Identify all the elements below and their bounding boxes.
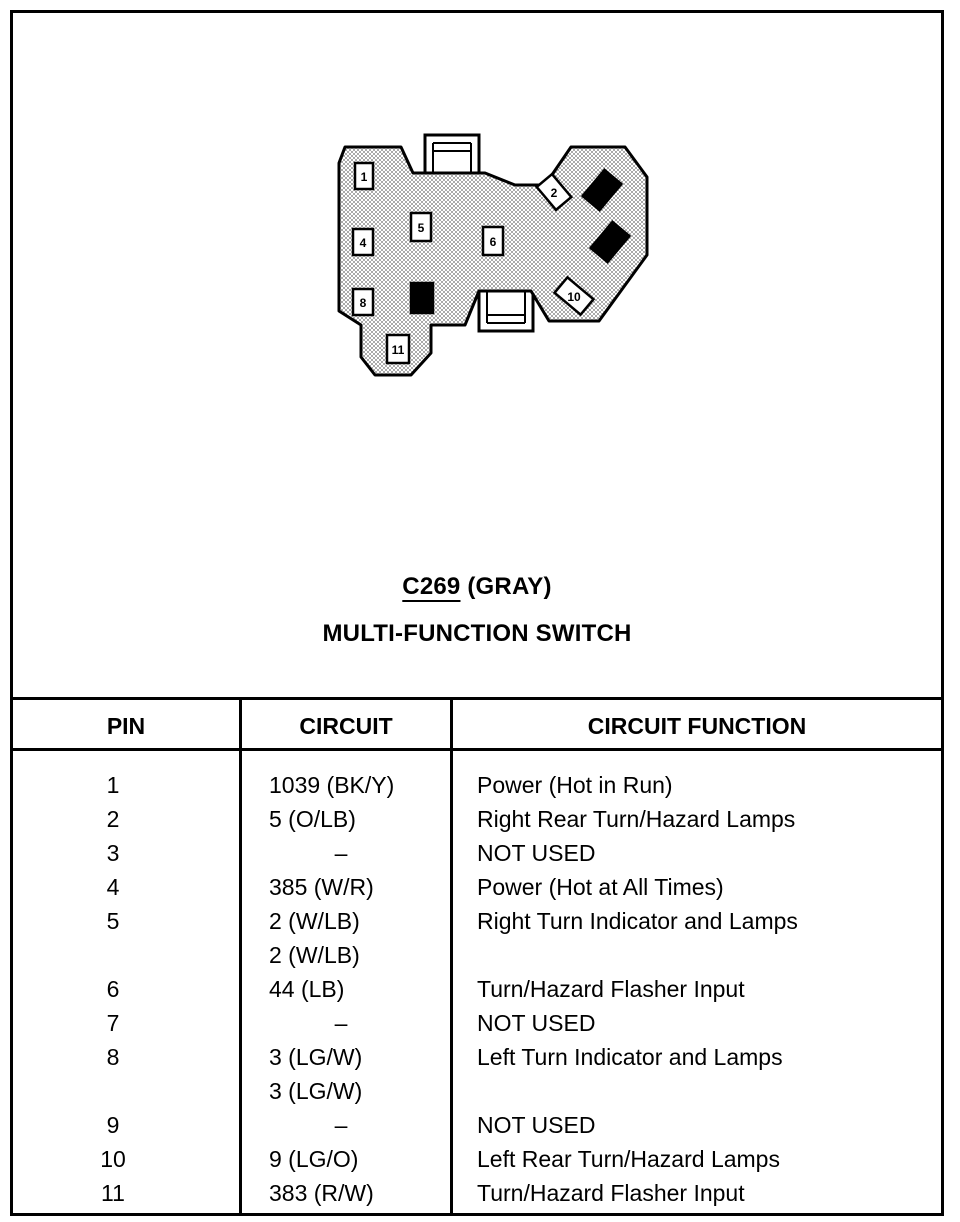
function-cell: NOT USED bbox=[477, 1010, 596, 1036]
diagram-frame: 1 4 8 5 6 9 11 bbox=[10, 10, 944, 1216]
function-cell: Turn/Hazard Flasher Input bbox=[477, 976, 745, 1002]
table-row: 2 5 (O/LB) Right Rear Turn/Hazard Lamps bbox=[13, 802, 941, 836]
pin-cell: 4 bbox=[106, 874, 120, 900]
table-row: 4 385 (W/R) Power (Hot at All Times) bbox=[13, 870, 941, 904]
pin-cell: 9 bbox=[106, 1112, 120, 1138]
pin-cell: 1 bbox=[106, 772, 120, 798]
cavity-10-label: 10 bbox=[567, 290, 581, 304]
connector-diagram-panel: 1 4 8 5 6 9 11 bbox=[13, 13, 941, 697]
cavity-1-label: 1 bbox=[361, 170, 368, 184]
circuit-cell: 383 (R/W) bbox=[269, 1180, 374, 1206]
pinout-table: PIN CIRCUIT CIRCUIT FUNCTION 1 1039 (BK/… bbox=[13, 697, 941, 1216]
function-cell: NOT USED bbox=[477, 1112, 596, 1138]
cavity-9-label: 9 bbox=[419, 292, 426, 306]
circuit-cell: – bbox=[334, 1010, 348, 1036]
connector-face-drawing: 1 4 8 5 6 9 11 bbox=[337, 133, 649, 377]
table-row: 6 44 (LB) Turn/Hazard Flasher Input bbox=[13, 972, 941, 1006]
header-circuit: CIRCUIT bbox=[299, 713, 393, 739]
pin-cell: 8 bbox=[106, 1044, 120, 1070]
table-row: 10 9 (LG/O) Left Rear Turn/Hazard Lamps bbox=[13, 1142, 941, 1176]
circuit-cell: 44 (LB) bbox=[269, 976, 345, 1002]
connector-title: C269 (GRAY) bbox=[13, 573, 941, 601]
cavity-5-label: 5 bbox=[418, 221, 425, 235]
table-row: 8 3 (LG/W) 3 (LG/W) Left Turn Indicator … bbox=[13, 1040, 941, 1108]
column-divider bbox=[239, 700, 242, 1216]
cavity-2-label: 2 bbox=[551, 186, 558, 200]
table-row: 9 – NOT USED bbox=[13, 1108, 941, 1142]
table-row: 1 1039 (BK/Y) Power (Hot in Run) bbox=[13, 768, 941, 802]
circuit-cell: 9 (LG/O) bbox=[269, 1146, 359, 1172]
connector-id: C269 bbox=[402, 573, 461, 600]
cavity-1: 1 bbox=[353, 161, 375, 191]
circuit-cell: 1039 (BK/Y) bbox=[269, 772, 395, 798]
cavity-7: 7 bbox=[588, 220, 632, 264]
header-pin: PIN bbox=[106, 713, 146, 739]
function-cell: Power (Hot in Run) bbox=[477, 772, 673, 798]
cavity-2: 2 bbox=[534, 172, 574, 212]
table-body: 1 1039 (BK/Y) Power (Hot in Run) 2 5 (O/… bbox=[13, 768, 941, 1210]
cavity-3: 3 bbox=[580, 168, 624, 212]
cavity-6-label: 6 bbox=[490, 235, 497, 249]
circuit-cell-secondary: 2 (W/LB) bbox=[269, 942, 360, 968]
function-cell: NOT USED bbox=[477, 840, 596, 866]
function-cell: Power (Hot at All Times) bbox=[477, 874, 724, 900]
pin-cell: 2 bbox=[106, 806, 120, 832]
circuit-cell-secondary: 3 (LG/W) bbox=[269, 1078, 363, 1104]
circuit-cell: 3 (LG/W) bbox=[269, 1044, 363, 1070]
connector-housing bbox=[337, 145, 649, 377]
cavity-7-label: 7 bbox=[607, 236, 614, 250]
header-circuit-function: CIRCUIT FUNCTION bbox=[587, 713, 807, 739]
table-row: 5 2 (W/LB) 2 (W/LB) Right Turn Indicator… bbox=[13, 904, 941, 972]
cavity-9: 9 bbox=[409, 281, 435, 315]
cavity-11: 11 bbox=[385, 333, 411, 365]
table-header-row: PIN CIRCUIT CIRCUIT FUNCTION bbox=[13, 700, 941, 751]
function-cell: Turn/Hazard Flasher Input bbox=[477, 1180, 745, 1206]
column-divider bbox=[450, 700, 453, 1216]
table-row: 3 – NOT USED bbox=[13, 836, 941, 870]
pin-cell: 3 bbox=[106, 840, 120, 866]
connector-name: MULTI-FUNCTION SWITCH bbox=[322, 620, 632, 647]
circuit-cell: 385 (W/R) bbox=[269, 874, 374, 900]
function-cell: Left Turn Indicator and Lamps bbox=[477, 1044, 783, 1070]
bottom-lock-tab bbox=[477, 287, 535, 333]
function-cell: Right Turn Indicator and Lamps bbox=[477, 908, 798, 934]
circuit-cell: 5 (O/LB) bbox=[269, 806, 356, 832]
cavity-4-label: 4 bbox=[360, 236, 367, 250]
cavity-8: 8 bbox=[351, 287, 375, 317]
table-row: 7 – NOT USED bbox=[13, 1006, 941, 1040]
cavity-6: 6 bbox=[481, 225, 505, 257]
top-lock-tab bbox=[423, 133, 481, 179]
circuit-cell: – bbox=[334, 840, 348, 866]
connector-color: (GRAY) bbox=[467, 573, 552, 600]
cavity-11-label: 11 bbox=[392, 343, 405, 357]
cavity-5: 5 bbox=[409, 211, 433, 243]
cavity-8-label: 8 bbox=[360, 296, 367, 310]
table-row: 11 383 (R/W) Turn/Hazard Flasher Input bbox=[13, 1176, 941, 1210]
cavity-10: 10 bbox=[552, 275, 596, 317]
function-cell: Left Rear Turn/Hazard Lamps bbox=[477, 1146, 780, 1172]
pin-cell: 10 bbox=[100, 1146, 126, 1172]
cavity-3-label: 3 bbox=[599, 184, 606, 198]
cavity-4: 4 bbox=[351, 227, 375, 257]
circuit-cell: – bbox=[334, 1112, 348, 1138]
function-cell: Right Rear Turn/Hazard Lamps bbox=[477, 806, 796, 832]
circuit-cell: 2 (W/LB) bbox=[269, 908, 360, 934]
pin-cell: 5 bbox=[106, 908, 120, 934]
pin-cell: 11 bbox=[101, 1180, 125, 1206]
pin-cell: 7 bbox=[106, 1010, 120, 1036]
pin-cell: 6 bbox=[106, 976, 120, 1002]
